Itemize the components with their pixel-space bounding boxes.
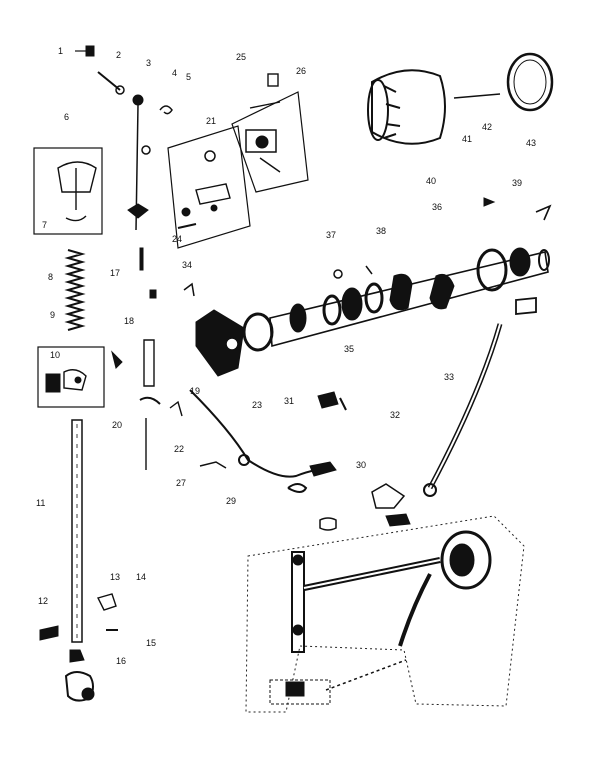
callout-25: 25 (236, 52, 246, 62)
callout-33: 33 (444, 372, 454, 382)
callout-34: 34 (182, 260, 192, 270)
callout-11: 11 (36, 498, 45, 508)
rocker-shaft-link (189, 389, 347, 493)
callout-32: 32 (390, 410, 400, 420)
feed-connecting-rod (423, 323, 503, 497)
hand-wheel-disk (506, 52, 554, 112)
balance-wheel (367, 69, 501, 145)
callout-36: 36 (432, 202, 442, 212)
callout-12: 12 (38, 596, 48, 606)
callout-24: 24 (172, 234, 182, 244)
callout-31: 31 (284, 396, 294, 406)
callout-21: 21 (206, 116, 216, 126)
callout-14: 14 (136, 572, 146, 582)
callout-2: 2 (116, 50, 121, 60)
callout-17: 17 (110, 268, 120, 278)
callout-labels: 1 2 3 4 5 6 7 8 9 10 11 12 13 14 15 16 1… (36, 46, 536, 666)
shaft-bushing (319, 517, 337, 531)
misc-small-parts-left (96, 339, 227, 631)
crank-piece (371, 483, 406, 509)
callout-23: 23 (252, 400, 262, 410)
callout-30: 30 (356, 460, 366, 470)
callout-41: 41 (462, 134, 472, 144)
crank-pin (385, 513, 411, 527)
callout-4: 4 (172, 68, 177, 78)
callout-19: 19 (190, 386, 200, 396)
callout-38: 38 (376, 226, 386, 236)
callout-10: 10 (50, 350, 60, 360)
callout-1: 1 (58, 46, 63, 56)
small-screw-36 (483, 197, 496, 207)
callout-18: 18 (124, 316, 134, 326)
face-plate-box (231, 73, 309, 193)
callout-3: 3 (146, 58, 151, 68)
callout-35: 35 (344, 344, 354, 354)
callout-40: 40 (426, 176, 436, 186)
presser-detail-box (33, 147, 103, 235)
callout-13: 13 (110, 572, 120, 582)
machine-arm-body (245, 515, 525, 713)
presser-bar-spring (64, 249, 86, 331)
arm-shaft-assembly (195, 247, 550, 377)
callout-26: 26 (296, 66, 306, 76)
callout-29: 29 (226, 496, 236, 506)
small-key-39 (535, 204, 552, 221)
feed-regulator-box (167, 125, 251, 249)
callout-9: 9 (50, 310, 55, 320)
callout-43: 43 (526, 138, 536, 148)
thread-take-up-group (75, 45, 195, 299)
clamp-detail-box (37, 346, 105, 408)
callout-42: 42 (482, 122, 492, 132)
callout-5: 5 (186, 72, 191, 82)
callout-7: 7 (42, 220, 47, 230)
callout-37: 37 (326, 230, 336, 240)
callout-20: 20 (112, 420, 122, 430)
callout-16: 16 (116, 656, 126, 666)
callout-6: 6 (64, 112, 69, 122)
callout-22: 22 (174, 444, 184, 454)
callout-8: 8 (48, 272, 53, 282)
callout-39: 39 (512, 178, 522, 188)
callout-15: 15 (146, 638, 156, 648)
callout-27: 27 (176, 478, 186, 488)
needle-bar (39, 419, 95, 702)
